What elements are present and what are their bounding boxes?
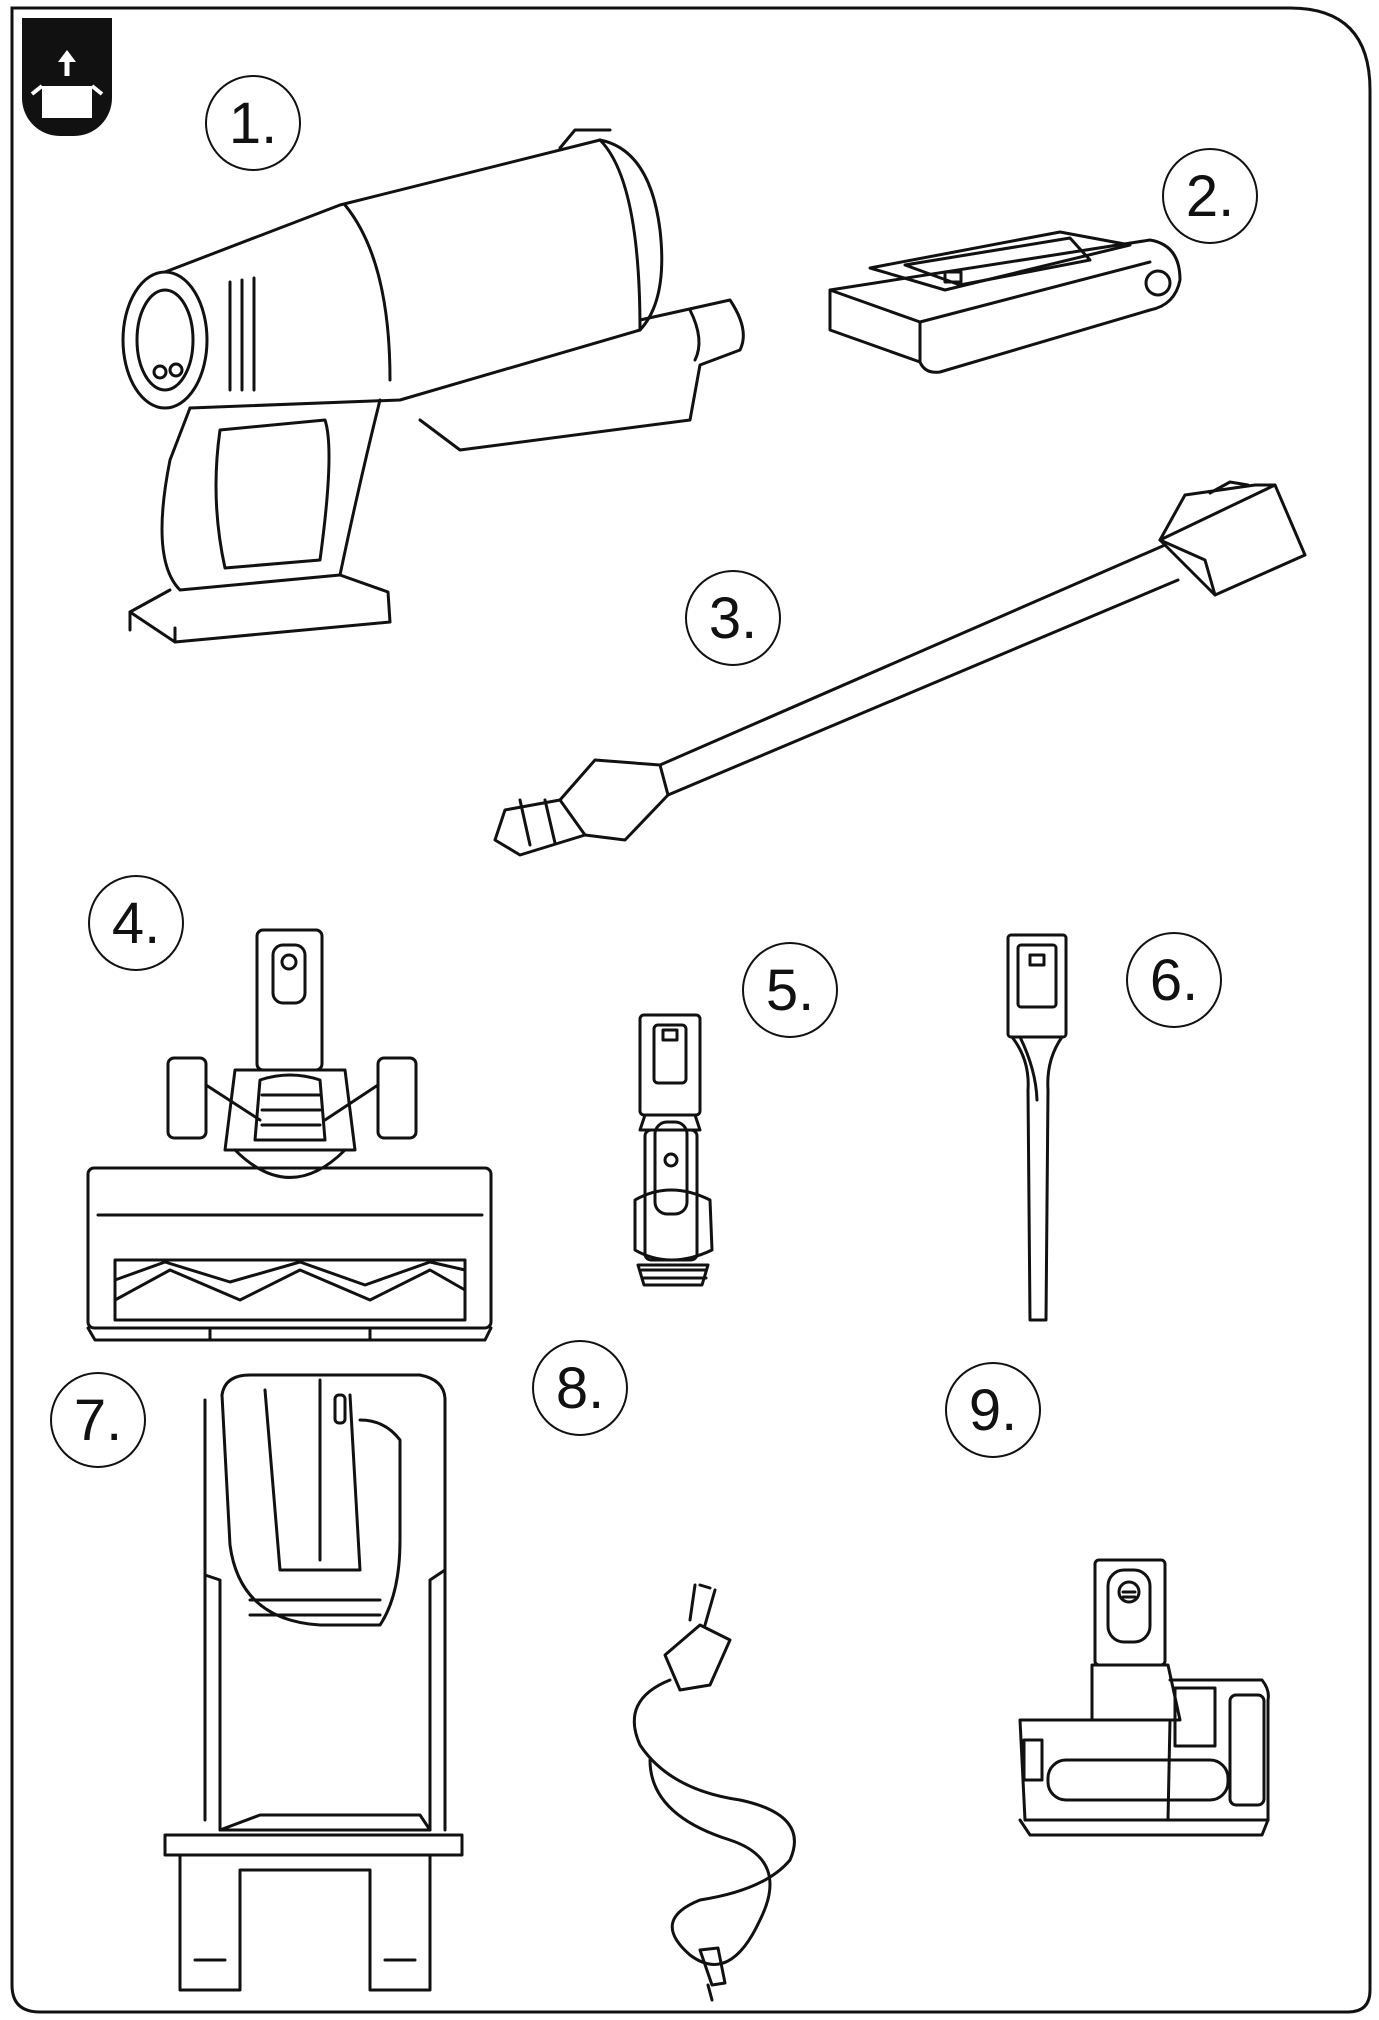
unboxing-icon — [22, 18, 112, 136]
label-item-8: 8. — [532, 1340, 628, 1436]
label-item-9: 9. — [945, 1362, 1041, 1458]
mini-motorized-brush — [1018, 1558, 1270, 1837]
frame-border — [10, 6, 1372, 2014]
charging-stand — [163, 1373, 464, 1992]
label-item-6: 6. — [1126, 932, 1222, 1028]
crevice-tool — [1006, 933, 1068, 1322]
label-item-2: 2. — [1162, 148, 1258, 244]
power-adapter — [632, 1583, 796, 2002]
label-item-3: 3. — [685, 570, 781, 666]
label-item-1: 1. — [205, 75, 301, 171]
combination-brush-tool — [633, 1013, 714, 1287]
label-item-7: 7. — [50, 1372, 146, 1468]
battery-pack — [828, 230, 1182, 374]
handheld-vacuum-unit — [121, 128, 745, 644]
extension-tube — [493, 480, 1307, 857]
motorized-floor-brush — [86, 928, 493, 1342]
label-item-5: 5. — [742, 942, 838, 1038]
box-arrow-icon — [30, 50, 104, 118]
label-item-4: 4. — [88, 875, 184, 971]
